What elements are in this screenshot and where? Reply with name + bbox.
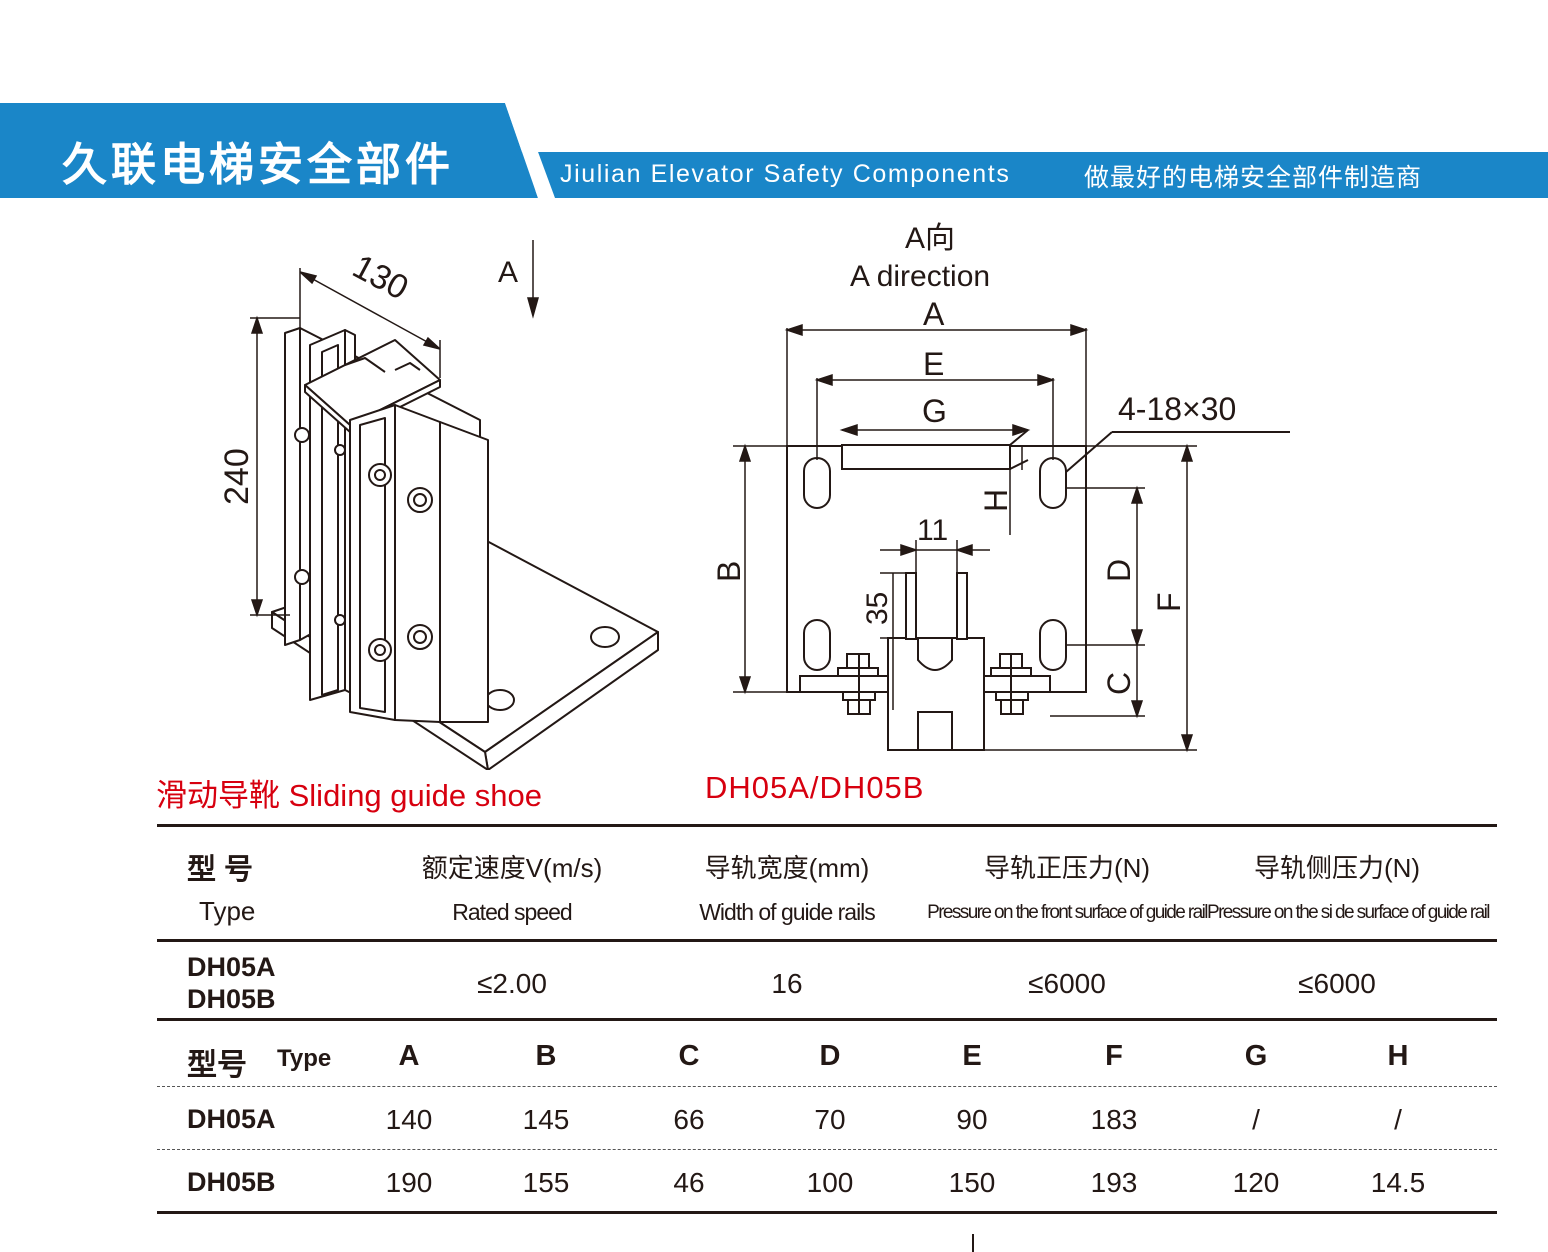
table-rule (157, 1018, 1497, 1021)
dim-col-B: B (535, 1040, 557, 1072)
header-type-en: Type (199, 896, 256, 926)
product-model-caption: DH05A/DH05B (705, 770, 925, 805)
dim-row-value: 193 (1090, 1167, 1138, 1198)
dim-C-label: C (1101, 672, 1137, 695)
dim-row-value: 190 (385, 1167, 433, 1198)
slot-spec-label: 4-18×30 (1118, 391, 1236, 427)
header-type-cn: 型 号 (187, 854, 254, 886)
header-speed-cn: 额定速度V(m/s) (421, 853, 603, 883)
header-rail-width-cn: 导轨宽度(mm) (704, 853, 870, 883)
product-name-caption: 滑动导靴 Sliding guide shoe (156, 778, 542, 813)
dim-row-value: / (1252, 1104, 1260, 1135)
dim-35-label: 35 (861, 592, 894, 625)
dim-col-H: H (1387, 1040, 1409, 1072)
table-dashed-rule (157, 1149, 1497, 1150)
dim-row-value: 155 (522, 1167, 570, 1198)
dim-D-label: D (1101, 559, 1137, 582)
dim-col-E: E (962, 1040, 982, 1072)
table-rule (157, 1211, 1497, 1214)
header-banner: 久联电梯安全部件 Jiulian Elevator Safety Compone… (0, 0, 1548, 210)
dim-row-value: / (1394, 1104, 1402, 1135)
dim-H-label: H (978, 489, 1014, 512)
dim-130-label: 130 (347, 247, 415, 307)
isometric-dimensions (250, 240, 539, 618)
dim-row-type: DH05A (187, 1104, 276, 1134)
dim-11-label: 11 (917, 514, 948, 547)
header-rail-width-en: Width of guide rails (699, 899, 876, 925)
dim-header-type-cn: 型号 (187, 1049, 247, 1082)
dim-col-G: G (1244, 1040, 1268, 1072)
dim-240-label: 240 (218, 448, 256, 505)
table-rule (157, 824, 1497, 827)
dim-col-F: F (1105, 1040, 1123, 1072)
dim-col-D: D (819, 1040, 841, 1072)
header-side-pressure-en: Pressure on the si de surface of guide r… (1207, 902, 1490, 923)
dim-row-value: 140 (385, 1104, 433, 1135)
dim-B-label: B (711, 561, 747, 582)
header-speed-en: Rated speed (452, 899, 572, 925)
view-title-en: A direction (850, 260, 990, 293)
dim-row-value: 120 (1232, 1167, 1280, 1198)
page-mark (972, 1234, 974, 1252)
front-view-dimensions (733, 323, 1197, 753)
dim-row-value: 183 (1090, 1104, 1138, 1135)
banner-shape (0, 103, 1548, 198)
brand-title-en: Jiulian Elevator Safety Components (560, 160, 1011, 188)
dim-col-C: C (678, 1040, 700, 1072)
header-front-pressure-en: Pressure on the front surface of guide r… (927, 902, 1208, 923)
brand-slogan: 做最好的电梯安全部件制造商 (1084, 163, 1423, 192)
header-side-pressure-cn: 导轨侧压力(N) (1253, 853, 1421, 883)
view-arrow-label: A (498, 256, 518, 289)
spec-side-pressure: ≤6000 (1298, 968, 1376, 999)
dim-row-value: 100 (806, 1167, 854, 1198)
dim-E-label: E (923, 346, 944, 382)
dim-F-label: F (1151, 592, 1187, 612)
dim-row-value: 66 (673, 1104, 705, 1135)
dim-A-label: A (923, 296, 945, 332)
dim-row-value: 145 (522, 1104, 570, 1135)
spec-type-a: DH05A (187, 952, 276, 982)
dim-col-A: A (398, 1040, 420, 1072)
dim-row-value: 46 (673, 1167, 705, 1198)
header-front-pressure-cn: 导轨正压力(N) (983, 853, 1151, 883)
table-dashed-rule (157, 1086, 1497, 1087)
technical-drawings: 130 240 A A向 A direction (218, 222, 1290, 770)
spec-type-b: DH05B (187, 984, 276, 1014)
dim-row-value: 14.5 (1370, 1167, 1426, 1198)
dim-G-label: G (922, 393, 947, 429)
dim-row-value: 150 (948, 1167, 996, 1198)
brand-title-cn: 久联电梯安全部件 (62, 138, 455, 191)
dim-row-value: 70 (814, 1104, 846, 1135)
isometric-drawing (271, 327, 659, 770)
dim-header-type-en: Type (277, 1045, 332, 1072)
dim-row-type: DH05B (187, 1167, 276, 1197)
table-rule (157, 939, 1497, 942)
dim-row-value: 90 (956, 1104, 988, 1135)
spec-front-pressure: ≤6000 (1028, 968, 1106, 999)
spec-rail-width: 16 (771, 968, 803, 999)
view-title-cn: A向 (905, 222, 955, 255)
spec-rated-speed: ≤2.00 (477, 968, 547, 999)
front-view-drawing (786, 429, 1290, 751)
